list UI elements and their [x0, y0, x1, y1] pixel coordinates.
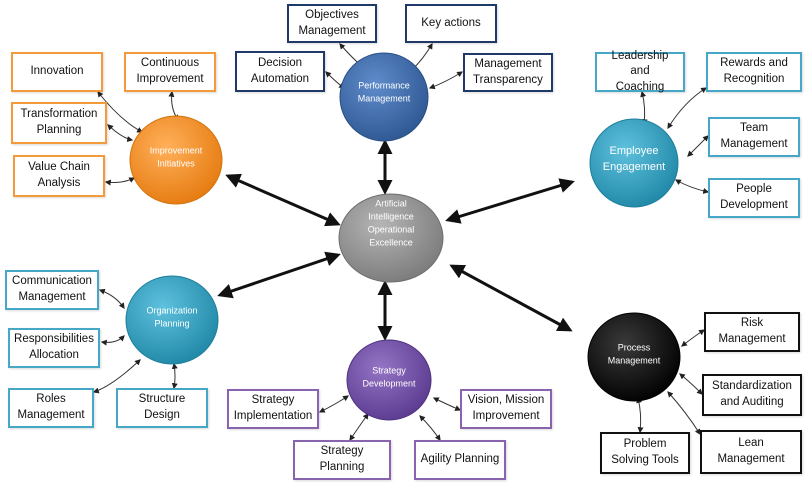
box-structure-design: Structure Design — [116, 388, 208, 428]
arrow-center-engagement — [445, 178, 575, 224]
box-leadership-coaching: Leadership and Coaching — [595, 50, 685, 93]
box-management-transparency: Management Transparency — [463, 53, 553, 92]
link-problem — [636, 396, 644, 434]
link-innovation — [97, 91, 144, 133]
link-structure — [171, 362, 178, 390]
link-strat-impl — [318, 395, 349, 413]
box-innovation: Innovation — [11, 52, 103, 92]
box-value-chain-analysis: Value Chain Analysis — [13, 155, 105, 197]
link-valuechain — [104, 177, 136, 186]
link-roles — [92, 359, 141, 394]
link-people — [674, 179, 710, 194]
box-lean-management: Lean Management — [700, 430, 802, 474]
box-communication-management: Communication Management — [5, 270, 99, 310]
box-rewards-recognition: Rewards and Recognition — [706, 52, 802, 92]
box-transformation-planning: Transformation Planning — [11, 102, 107, 144]
box-responsibilities-allocation: Responsibilities Allocation — [8, 328, 100, 368]
box-standardization-auditing: Standardization and Auditing — [702, 374, 802, 416]
link-leadership — [640, 90, 648, 126]
arrow-center-organization — [217, 251, 341, 299]
box-agility-planning: Agility Planning — [414, 440, 506, 480]
link-risk — [681, 329, 705, 347]
box-objectives-management: Objectives Management — [287, 4, 377, 43]
link-rewards — [667, 87, 708, 130]
arrow-center-process — [449, 264, 573, 332]
link-strat-plan — [349, 413, 369, 441]
box-decision-automation: Decision Automation — [235, 51, 325, 92]
link-transformation — [107, 124, 134, 142]
box-key-actions: Key actions — [405, 4, 497, 43]
link-agility — [419, 415, 441, 441]
box-people-development: People Development — [708, 178, 800, 218]
main-connectors — [217, 139, 575, 341]
box-strategy-implementation: Strategy Implementation — [227, 389, 319, 429]
box-continuous-improvement: Continuous Improvement — [124, 52, 216, 92]
link-lean — [667, 391, 701, 436]
link-responsibilities — [100, 335, 125, 346]
link-vision — [432, 397, 462, 411]
box-risk-management: Risk Management — [704, 312, 800, 352]
box-roles-management: Roles Management — [8, 388, 94, 428]
box-strategy-planning: Strategy Planning — [293, 440, 391, 480]
link-transparency — [428, 71, 464, 90]
box-vision-mission: Vision, Mission Improvement — [460, 389, 552, 429]
link-communication — [98, 288, 125, 309]
arrow-center-improvement — [225, 173, 341, 227]
box-team-management: Team Management — [708, 117, 800, 157]
box-problem-solving-tools: Problem Solving Tools — [600, 432, 690, 474]
link-team — [687, 135, 709, 157]
link-standardization — [679, 373, 703, 395]
